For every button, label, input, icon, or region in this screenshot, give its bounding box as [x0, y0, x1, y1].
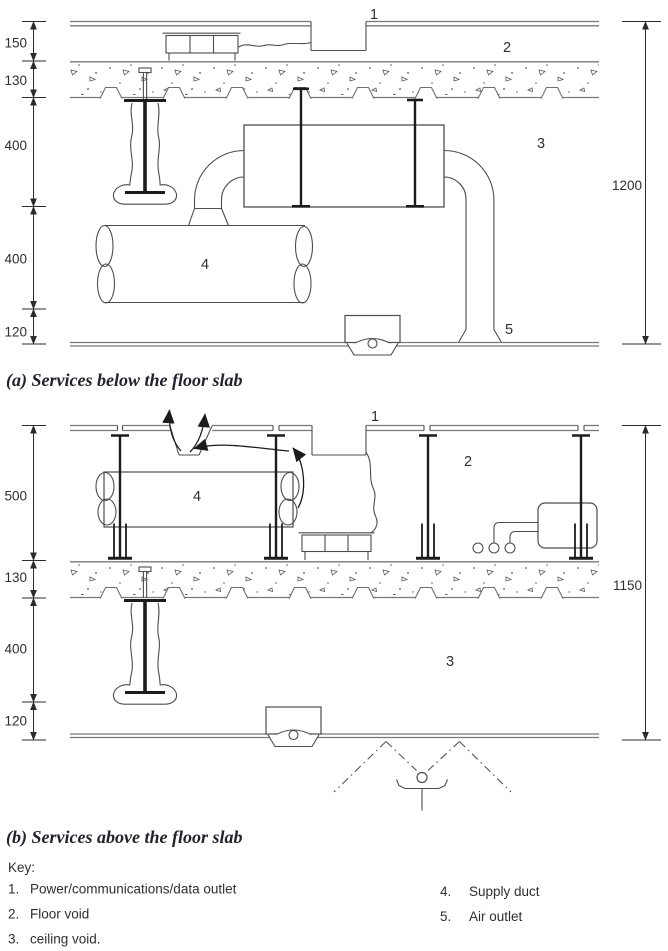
- luminaire-a: [344, 314, 401, 356]
- caption-b: (b) Services above the floor slab: [6, 827, 242, 848]
- dim-a-400-upper: 400: [4, 138, 27, 153]
- diagram-b: 500 130 400 120 1150 1 2 4 3 (b) Service…: [4, 409, 661, 848]
- dim-b-500: 500: [4, 489, 27, 504]
- pedestal-3: [414, 434, 442, 560]
- ceiling-b: [70, 733, 599, 739]
- dim-a-400-lower: 400: [4, 252, 27, 267]
- key-item-3-num: 3.: [8, 932, 19, 947]
- luminaire-b: [265, 706, 322, 748]
- floor-outlet-box-a: [310, 21, 367, 52]
- dim-a-120: 120: [4, 325, 27, 340]
- duct-elbow-right: [443, 149, 495, 330]
- key-item-5-num: 5.: [440, 909, 451, 924]
- part-label-a-4: 4: [201, 257, 209, 273]
- dim-a-1200: 1200: [612, 178, 642, 193]
- dimension-chain-a-left: [22, 21, 46, 345]
- key-item-4-num: 4.: [440, 884, 451, 899]
- key-title: Key:: [8, 860, 35, 875]
- duct-elbow-left: [187, 149, 245, 226]
- uplighter: [395, 771, 449, 811]
- trunking-a: [162, 32, 241, 61]
- part-label-a-1: 1: [370, 7, 378, 23]
- cable-b: [365, 452, 378, 534]
- diagram-a: 150 130 400 400 120 1200 1 2 3 4 5 (a) S…: [4, 7, 661, 391]
- cable-coils-b: [472, 521, 538, 554]
- hanger-rod-left: [292, 87, 310, 208]
- cable-a: [238, 41, 312, 48]
- steel-beam-a: [112, 98, 178, 205]
- junction-box-b: [537, 502, 598, 549]
- ceiling-a: [70, 341, 599, 347]
- key: Key: 1. Power/communications/data outlet…: [8, 860, 540, 947]
- key-item-4-label: Supply duct: [469, 884, 540, 899]
- slab-a: [69, 61, 600, 100]
- hanger-rod-right: [406, 98, 424, 208]
- key-item-1-label: Power/communications/data outlet: [30, 882, 237, 897]
- supply-duct-b: [95, 471, 300, 528]
- key-item-5-label: Air outlet: [469, 909, 523, 924]
- suspended-unit-a: [243, 124, 445, 208]
- dimension-chain-b-left: [22, 425, 46, 741]
- part-label-b-3: 3: [446, 654, 454, 670]
- part-label-a-2: 2: [503, 40, 511, 56]
- dim-b-120: 120: [4, 714, 27, 729]
- dimension-b-right: [622, 425, 661, 741]
- key-item-2-label: Floor void: [30, 907, 89, 922]
- raised-floor-a: [70, 20, 599, 27]
- part-label-a-5: 5: [505, 322, 513, 338]
- trunking-b: [298, 532, 375, 560]
- part-label-a-3: 3: [537, 136, 545, 152]
- caption-a: (a) Services below the floor slab: [6, 370, 242, 391]
- floor-outlet-box-b: [311, 425, 367, 456]
- dimension-a-right: [622, 21, 661, 345]
- light-rays: [333, 741, 512, 793]
- air-outlet-a: [458, 329, 502, 343]
- supply-duct-a: [95, 224, 314, 304]
- air-arrows-b: [162, 409, 307, 509]
- key-item-3-label: ceiling void.: [30, 932, 101, 947]
- raised-floor-b: [70, 424, 599, 432]
- key-item-2-num: 2.: [8, 907, 19, 922]
- part-label-b-4: 4: [193, 489, 201, 505]
- dim-a-150: 150: [4, 36, 27, 51]
- part-label-b-1: 1: [371, 409, 379, 425]
- dim-b-130: 130: [4, 570, 27, 585]
- steel-beam-b: [112, 598, 178, 705]
- dim-b-400: 400: [4, 642, 27, 657]
- key-item-1-num: 1.: [8, 882, 19, 897]
- dim-b-1150: 1150: [613, 578, 642, 593]
- dim-a-130: 130: [4, 73, 27, 88]
- part-label-b-2: 2: [464, 454, 472, 470]
